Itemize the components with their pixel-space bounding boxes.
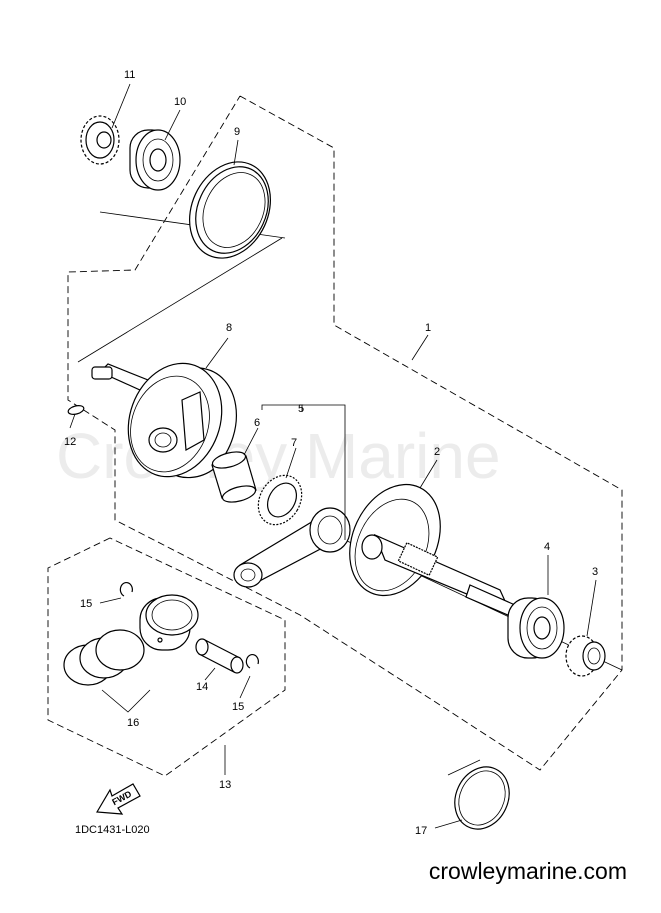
callout-15b: 15 <box>232 701 244 713</box>
callout-15a: 15 <box>80 598 92 610</box>
piston-13 <box>139 594 199 651</box>
callout-1: 1 <box>425 322 431 334</box>
piston-group-boundary <box>47 537 286 777</box>
callout-17: 17 <box>415 825 427 837</box>
circlip-15b <box>245 653 259 669</box>
callout-5: 5 <box>298 403 304 415</box>
leader-17-upper <box>447 759 481 776</box>
gasket-17 <box>454 766 510 830</box>
crankshaft-left-8 <box>91 362 237 479</box>
oil-seal-9 <box>188 161 272 259</box>
leader-10 <box>164 109 181 141</box>
callout-12: 12 <box>64 436 76 448</box>
leader-8 <box>205 337 229 369</box>
leader-6 <box>243 427 259 456</box>
callout-6: 6 <box>254 417 260 429</box>
bearing-4 <box>507 597 565 659</box>
callout-10: 10 <box>174 96 186 108</box>
leader-1 <box>411 334 429 361</box>
callout-13: 13 <box>219 779 231 791</box>
leader-15b <box>239 675 251 699</box>
needle-bearing-7 <box>257 474 303 526</box>
callout-9: 9 <box>234 126 240 138</box>
piston-pin-14 <box>195 638 244 674</box>
gear-3 <box>565 635 606 677</box>
leader-17 <box>434 819 463 829</box>
callout-8: 8 <box>226 322 232 334</box>
piston-rings-16 <box>63 629 145 686</box>
callout-7: 7 <box>291 437 297 449</box>
callout-16: 16 <box>127 717 139 729</box>
leader-16 <box>101 689 151 713</box>
callout-2: 2 <box>434 446 440 458</box>
leader-5-bracket <box>261 404 346 540</box>
leader-7 <box>285 447 297 479</box>
callout-11: 11 <box>124 69 135 81</box>
footer-site-link[interactable]: crowleymarine.com <box>428 858 627 884</box>
crankshaft-right-2 <box>349 483 516 617</box>
crank-pin-6 <box>211 451 257 503</box>
leader-2 <box>419 459 438 489</box>
callout-14: 14 <box>196 681 208 693</box>
leader-14 <box>204 667 216 681</box>
bearing-10 <box>129 129 181 191</box>
key-12 <box>67 405 85 415</box>
upper-axis-line <box>77 237 283 363</box>
callout-4: 4 <box>544 541 550 553</box>
leader-12 <box>69 413 76 429</box>
crankshaft-group-boundary <box>67 95 623 771</box>
leader-9 <box>233 139 239 166</box>
leader-15a <box>99 597 122 604</box>
gear-11 <box>80 115 120 165</box>
fwd-arrow-icon: FWD <box>95 783 141 815</box>
callout-3: 3 <box>592 566 598 578</box>
connecting-rod-5 <box>233 507 351 588</box>
circlip-15a <box>119 581 133 597</box>
leader-11 <box>111 83 131 129</box>
diagram-code: 1DC1431-L020 <box>75 824 150 836</box>
leader-3 <box>586 579 597 637</box>
